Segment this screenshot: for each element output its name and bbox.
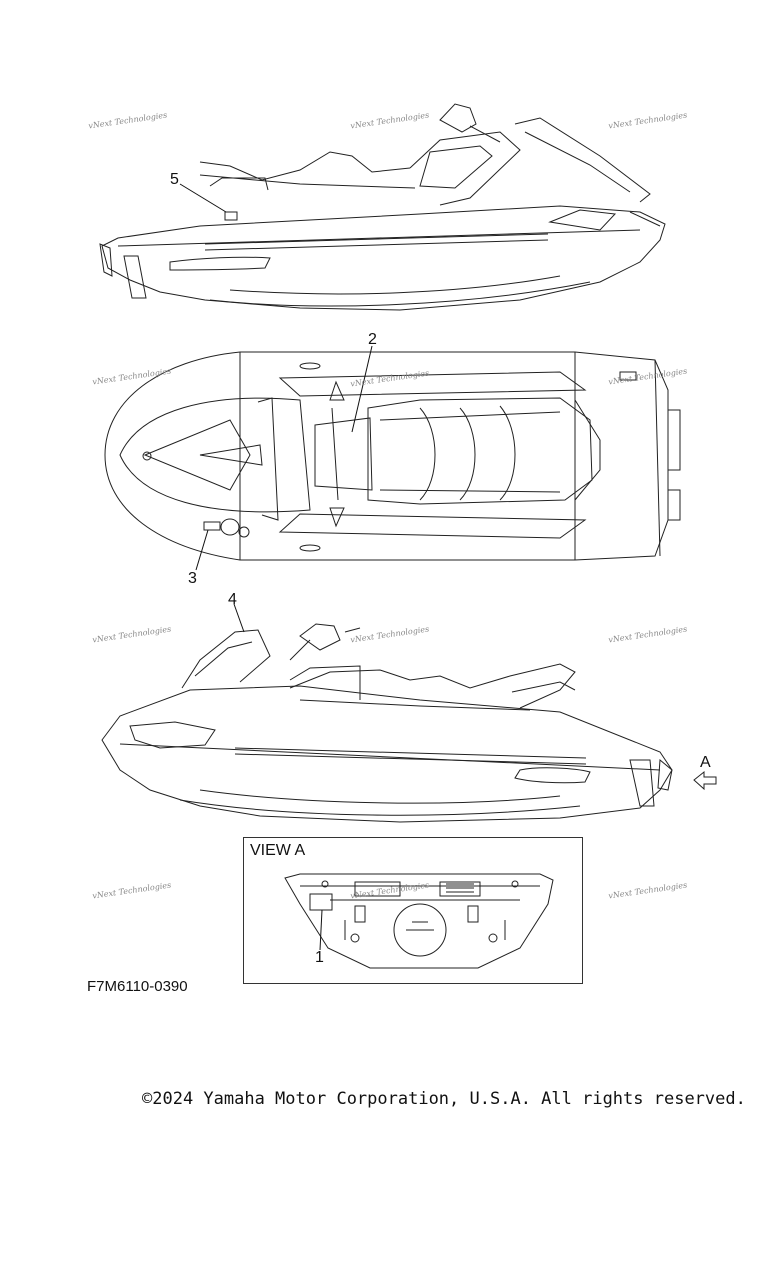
view-arrow-label: A: [700, 754, 711, 771]
callout-1: 1: [315, 949, 324, 966]
leader-lines: [180, 184, 372, 950]
copyright-notice: ©2024 Yamaha Motor Corporation, U.S.A. A…: [142, 1089, 746, 1109]
callout-4: 4: [228, 591, 237, 608]
callout-5: 5: [170, 171, 179, 188]
side-view-upper: [100, 104, 665, 310]
figure-code: F7M6110-0390: [87, 978, 188, 995]
side-view-lower: [102, 624, 716, 822]
view-a-title: VIEW A: [250, 842, 306, 859]
callout-3: 3: [188, 570, 197, 587]
view-a-frame: VIEW A: [243, 837, 583, 984]
top-view: [105, 352, 680, 560]
view-a-detail: [285, 874, 553, 968]
callout-2: 2: [368, 331, 377, 348]
